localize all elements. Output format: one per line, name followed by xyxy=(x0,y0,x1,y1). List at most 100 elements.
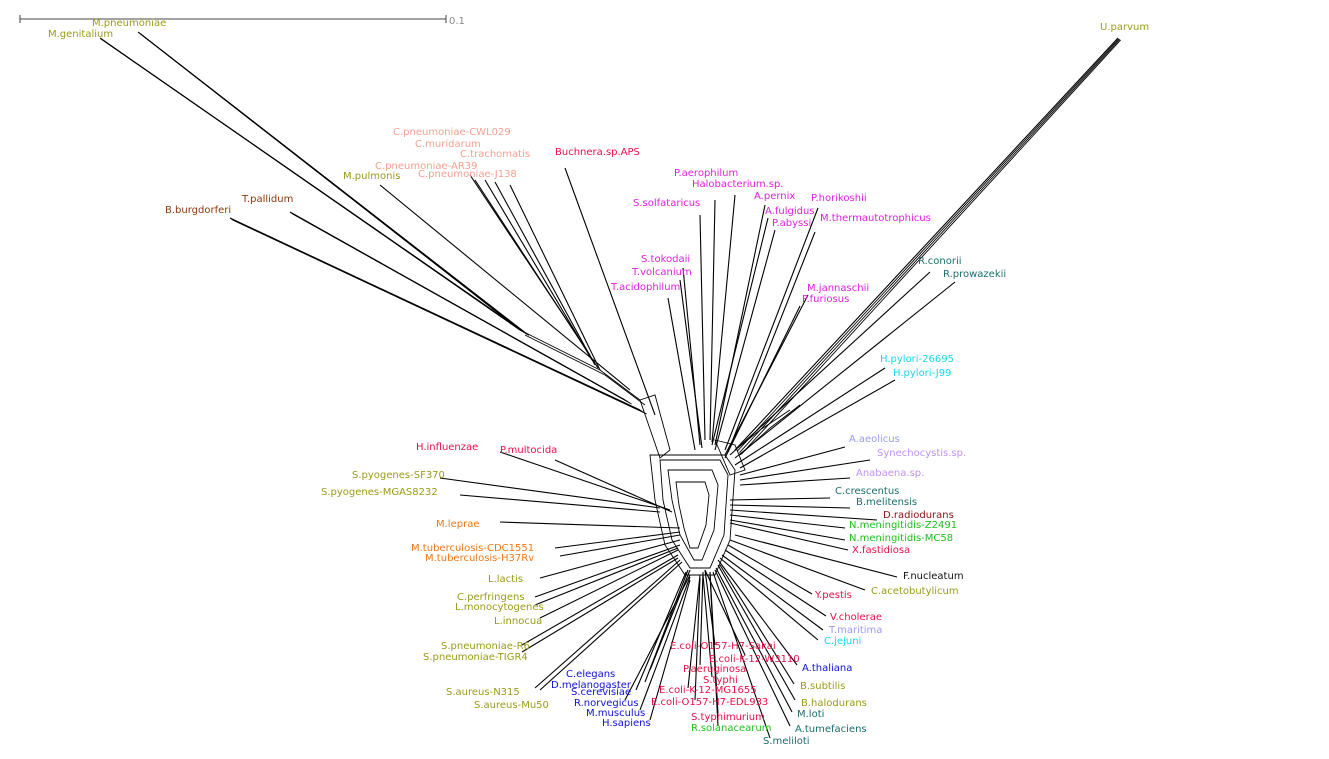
taxon-label-p-aeruginosa: P.aeruginosa xyxy=(683,664,746,675)
taxon-label-t-pallidum: T.pallidum xyxy=(241,194,293,205)
network-core-split-0 xyxy=(649,454,736,576)
edge-r-prowazekii xyxy=(734,281,956,459)
edge-s-aureus-mu50 xyxy=(539,561,683,691)
taxon-label-m-musculus: M.musculus xyxy=(586,708,645,719)
edge-a-thaliana xyxy=(717,559,798,666)
taxon-label-m-pneumoniae: M.pneumoniae xyxy=(92,18,166,29)
network-core-split-7 xyxy=(524,334,646,406)
edge-c-jejuni xyxy=(719,557,819,641)
edge-h-pylori-j99 xyxy=(739,379,896,469)
taxon-label-t-volcanium: T.volcanium xyxy=(631,267,692,278)
edge-h-pylori-26695 xyxy=(734,367,886,466)
edge-c-crescentus xyxy=(729,497,831,501)
taxon-label-n-meningitidis-z2491: N.meningitidis-Z2491 xyxy=(849,520,957,531)
taxon-label-e-coli-o157-h7-sakai: E.coli-O157-H7-Sakai xyxy=(670,641,776,652)
taxon-label-m-tuberculosis-h37rv: M.tuberculosis-H37Rv xyxy=(425,553,534,564)
edge-s-typhi xyxy=(702,574,713,678)
edge-r-solanacearum xyxy=(709,574,719,727)
edge-b-halodurans xyxy=(717,564,796,701)
taxon-label-s-meliloti: S.meliloti xyxy=(763,736,810,747)
edge-n-meningitidis-mc58 xyxy=(729,519,846,541)
edge-d-melanogaster xyxy=(644,569,689,683)
taxon-label-l-innocua: L.innocua xyxy=(494,616,542,627)
edge-halobacterium-sp xyxy=(711,194,736,443)
network-core-split-4 xyxy=(639,394,671,459)
edge-e-coli-k-12-mg1655 xyxy=(687,574,701,689)
network-core-split-1 xyxy=(659,459,729,569)
scale-bar-label: 0.1 xyxy=(449,16,465,27)
taxon-label-a-fulgidus: A.fulgidus xyxy=(765,206,815,217)
taxon-label-buchnera-sp-aps: Buchnera.sp.APS xyxy=(555,147,640,158)
edge-m-leprae xyxy=(499,521,681,529)
taxon-label-h-pylori-j99: H.pylori-J99 xyxy=(893,368,951,379)
taxon-label-a-pernix: A.pernix xyxy=(754,191,795,202)
edge-t-maritima xyxy=(721,554,824,631)
parallel-split-t-pallidum-3 xyxy=(292,213,632,405)
taxon-label-y-pestis: Y.pestis xyxy=(814,590,852,601)
taxon-labels: M.pneumoniaeM.genitaliumU.parvumC.pneumo… xyxy=(48,18,1149,747)
taxon-label-h-influenzae: H.influenzae xyxy=(416,442,478,453)
taxon-label-b-melitensis: B.melitensis xyxy=(856,497,917,508)
edge-s-pyogenes-sf370 xyxy=(439,477,661,509)
taxon-label-h-pylori-26695: H.pylori-26695 xyxy=(880,354,954,365)
edge-c-pneumoniae-ar39 xyxy=(474,179,599,369)
edge-r-norvegicus xyxy=(624,574,691,701)
taxon-label-a-tumefaciens: A.tumefaciens xyxy=(795,724,867,735)
taxon-label-b-burgdorferi: B.burgdorferi xyxy=(165,205,231,216)
taxon-label-c-elegans: C.elegans xyxy=(566,669,615,680)
edge-e-coli-o157-h7-sakai xyxy=(704,569,716,646)
taxon-label-e-coli-o157-h7-edl933: E.coli-O157-H7-EDL933 xyxy=(651,697,768,708)
edge-a-pernix xyxy=(714,204,766,446)
edge-c-trachomatis xyxy=(494,181,596,366)
edge-s-pneumoniae-r6 xyxy=(521,554,679,646)
taxon-label-s-tokodaii: S.tokodaii xyxy=(641,254,690,265)
taxon-label-m-thermautotrophicus: M.thermautotrophicus xyxy=(820,213,931,224)
edge-r-conorii xyxy=(729,271,931,456)
taxon-label-d-melanogaster: D.melanogaster xyxy=(551,680,632,691)
taxon-label-c-perfringens: C.perfringens xyxy=(457,592,525,603)
taxon-label-p-aerophilum: P.aerophilum xyxy=(674,168,738,179)
edge-l-innocua xyxy=(539,549,679,619)
edge-m-pulmonis xyxy=(379,184,631,391)
taxon-label-c-pneumoniae-j138: C.pneumoniae-J138 xyxy=(418,169,517,180)
edge-m-tuberculosis-cdc1551 xyxy=(554,531,681,549)
parallel-split-b-burgdorferi-3 xyxy=(232,219,647,415)
taxon-label-r-solanacearum: R.solanacearum xyxy=(691,723,771,734)
network-core-split-6 xyxy=(519,329,641,401)
taxon-label-m-tuberculosis-cdc1551: M.tuberculosis-CDC1551 xyxy=(411,543,534,554)
edge-b-melitensis xyxy=(729,504,851,509)
taxon-label-v-cholerae: V.cholerae xyxy=(830,612,882,623)
edge-t-volcanium xyxy=(679,279,703,449)
taxon-label-a-thaliana: A.thaliana xyxy=(802,663,852,674)
network-core-split-8 xyxy=(734,409,791,451)
taxon-label-m-genitalium: M.genitalium xyxy=(48,29,113,40)
edge-p-aerophilum xyxy=(709,199,716,441)
taxon-label-c-pneumoniae-cwl029: C.pneumoniae-CWL029 xyxy=(393,127,511,138)
taxon-label-p-multocida: P.multocida xyxy=(500,445,557,456)
edge-s-meliloti xyxy=(712,571,771,739)
taxon-label-r-norvegicus: R.norvegicus xyxy=(574,698,639,709)
edge-h-influenzae xyxy=(499,451,671,511)
edge-s-aureus-n315 xyxy=(534,559,681,689)
taxon-label-s-typhimurium: S.typhimurium xyxy=(691,712,765,723)
edge-n-meningitidis-z2491 xyxy=(729,514,846,529)
taxon-label-c-crescentus: C.crescentus xyxy=(835,486,899,497)
edge-u-parvum xyxy=(734,37,1119,451)
taxon-label-r-conorii: R.conorii xyxy=(918,256,962,267)
network-core-split-3 xyxy=(675,481,710,549)
taxon-label-c-pneumoniae-ar39: C.pneumoniae-AR39 xyxy=(375,161,478,172)
edge-p-furiosus xyxy=(724,305,801,459)
taxon-label-m-jannaschii: M.jannaschii xyxy=(807,283,869,294)
edge-synechocystis-sp xyxy=(739,459,871,481)
network-core-split-5 xyxy=(714,439,746,476)
taxon-label-c-trachomatis: C.trachomatis xyxy=(460,149,530,160)
taxon-label-n-meningitidis-mc58: N.meningitidis-MC58 xyxy=(849,533,953,544)
edge-b-subtilis xyxy=(719,564,795,685)
edge-m-loti xyxy=(715,567,793,713)
edge-v-cholerae xyxy=(724,549,827,617)
edge-e-coli-o157-h7-edl933 xyxy=(694,577,701,701)
edge-p-abyssi xyxy=(714,229,776,451)
taxon-label-c-muridarum: C.muridarum xyxy=(415,139,481,150)
edge-s-pneumoniae-tigr4 xyxy=(521,557,679,653)
